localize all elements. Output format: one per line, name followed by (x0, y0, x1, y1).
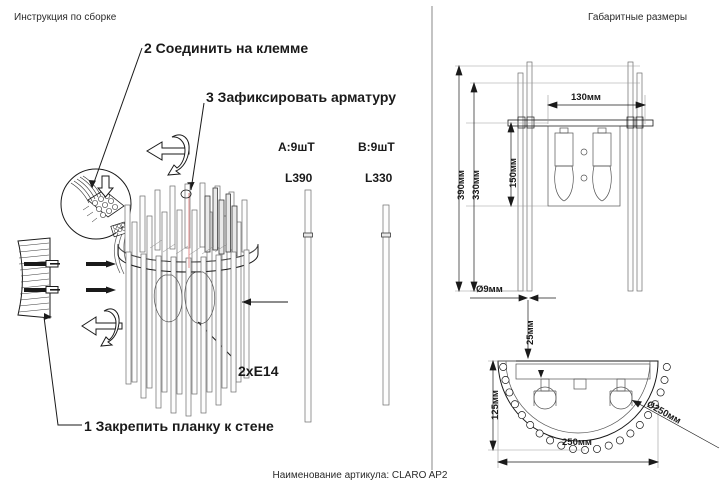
part-b-length: L330 (365, 171, 393, 185)
top-view-mount (515, 363, 651, 410)
leader-step1 (43, 316, 82, 426)
dim-label-25: 25мм (525, 320, 536, 345)
step-1-label: 1 Закрепить планку к стене (84, 418, 274, 434)
bulb-left (554, 127, 574, 202)
rod-hole-circles (499, 363, 671, 454)
dim-25 (524, 300, 532, 360)
push-arrow-upper (146, 141, 190, 161)
article-name-footer: Наименование артикула: CLARO AP2 (272, 470, 448, 481)
rod-reference-arrow (242, 298, 288, 306)
leader-step2 (91, 47, 143, 189)
wall-screw-lower (24, 286, 60, 294)
top-view-extension-lines (488, 360, 659, 468)
sample-rod-a (303, 189, 313, 423)
part-a-length: L390 (285, 171, 313, 185)
rotate-arrow-lower (100, 308, 120, 347)
wall-screw-upper (24, 260, 60, 268)
dim-label-390: 390мм (456, 170, 467, 200)
terminal-block-magnifier (60, 168, 132, 240)
header-left-title: Инструкция по сборке (14, 12, 117, 23)
bulb-pair-illustration (153, 271, 216, 324)
push-arrow-lower (81, 316, 123, 336)
step-3-label: 3 Зафиксировать арматуру (206, 89, 397, 105)
dim-150 (507, 121, 515, 208)
dim-label-diameter-9: Ø9мм (476, 284, 503, 295)
socket-type-label: 2xE14 (238, 363, 279, 379)
screw-2 (86, 286, 116, 294)
dim-label-250: 250мм (562, 437, 592, 448)
dim-390 (455, 64, 463, 293)
screw-1 (86, 260, 116, 268)
front-view-drawing (455, 61, 654, 360)
rod-front-row (125, 249, 250, 417)
front-view-extension-lines (455, 65, 646, 292)
part-a-quantity: A:9шТ (278, 140, 315, 154)
part-b-quantity: B:9шТ (358, 140, 395, 154)
dim-diameter-250-leader (631, 399, 720, 449)
step-2-label: 2 Соединить на клемме (144, 40, 309, 56)
bulb-right (592, 127, 612, 202)
sample-rod-b (381, 204, 391, 406)
lamp-assembly-illustration (117, 182, 259, 417)
header-right-title: Габаритные размеры (588, 12, 688, 23)
dim-diameter-9 (470, 294, 556, 302)
socket-left (533, 378, 557, 410)
loose-screws (86, 260, 116, 294)
dim-label-330: 330мм (471, 170, 482, 200)
dim-label-125: 125мм (490, 390, 501, 420)
dim-label-150: 150мм (508, 158, 519, 188)
dim-250 (496, 458, 660, 466)
rotate-arrow-upper (167, 134, 190, 176)
rod-shaded-group (204, 187, 238, 257)
dim-130 (546, 101, 647, 109)
socket-right (609, 378, 633, 410)
rod-back-row (131, 209, 242, 395)
top-view-drawing (488, 359, 720, 468)
leader-step3 (190, 102, 205, 191)
dim-label-130: 130мм (571, 92, 601, 103)
front-view-backplate (547, 125, 621, 207)
dim-330 (470, 81, 478, 293)
dim-125 (489, 359, 497, 452)
wall-mounting-plate (17, 237, 60, 320)
